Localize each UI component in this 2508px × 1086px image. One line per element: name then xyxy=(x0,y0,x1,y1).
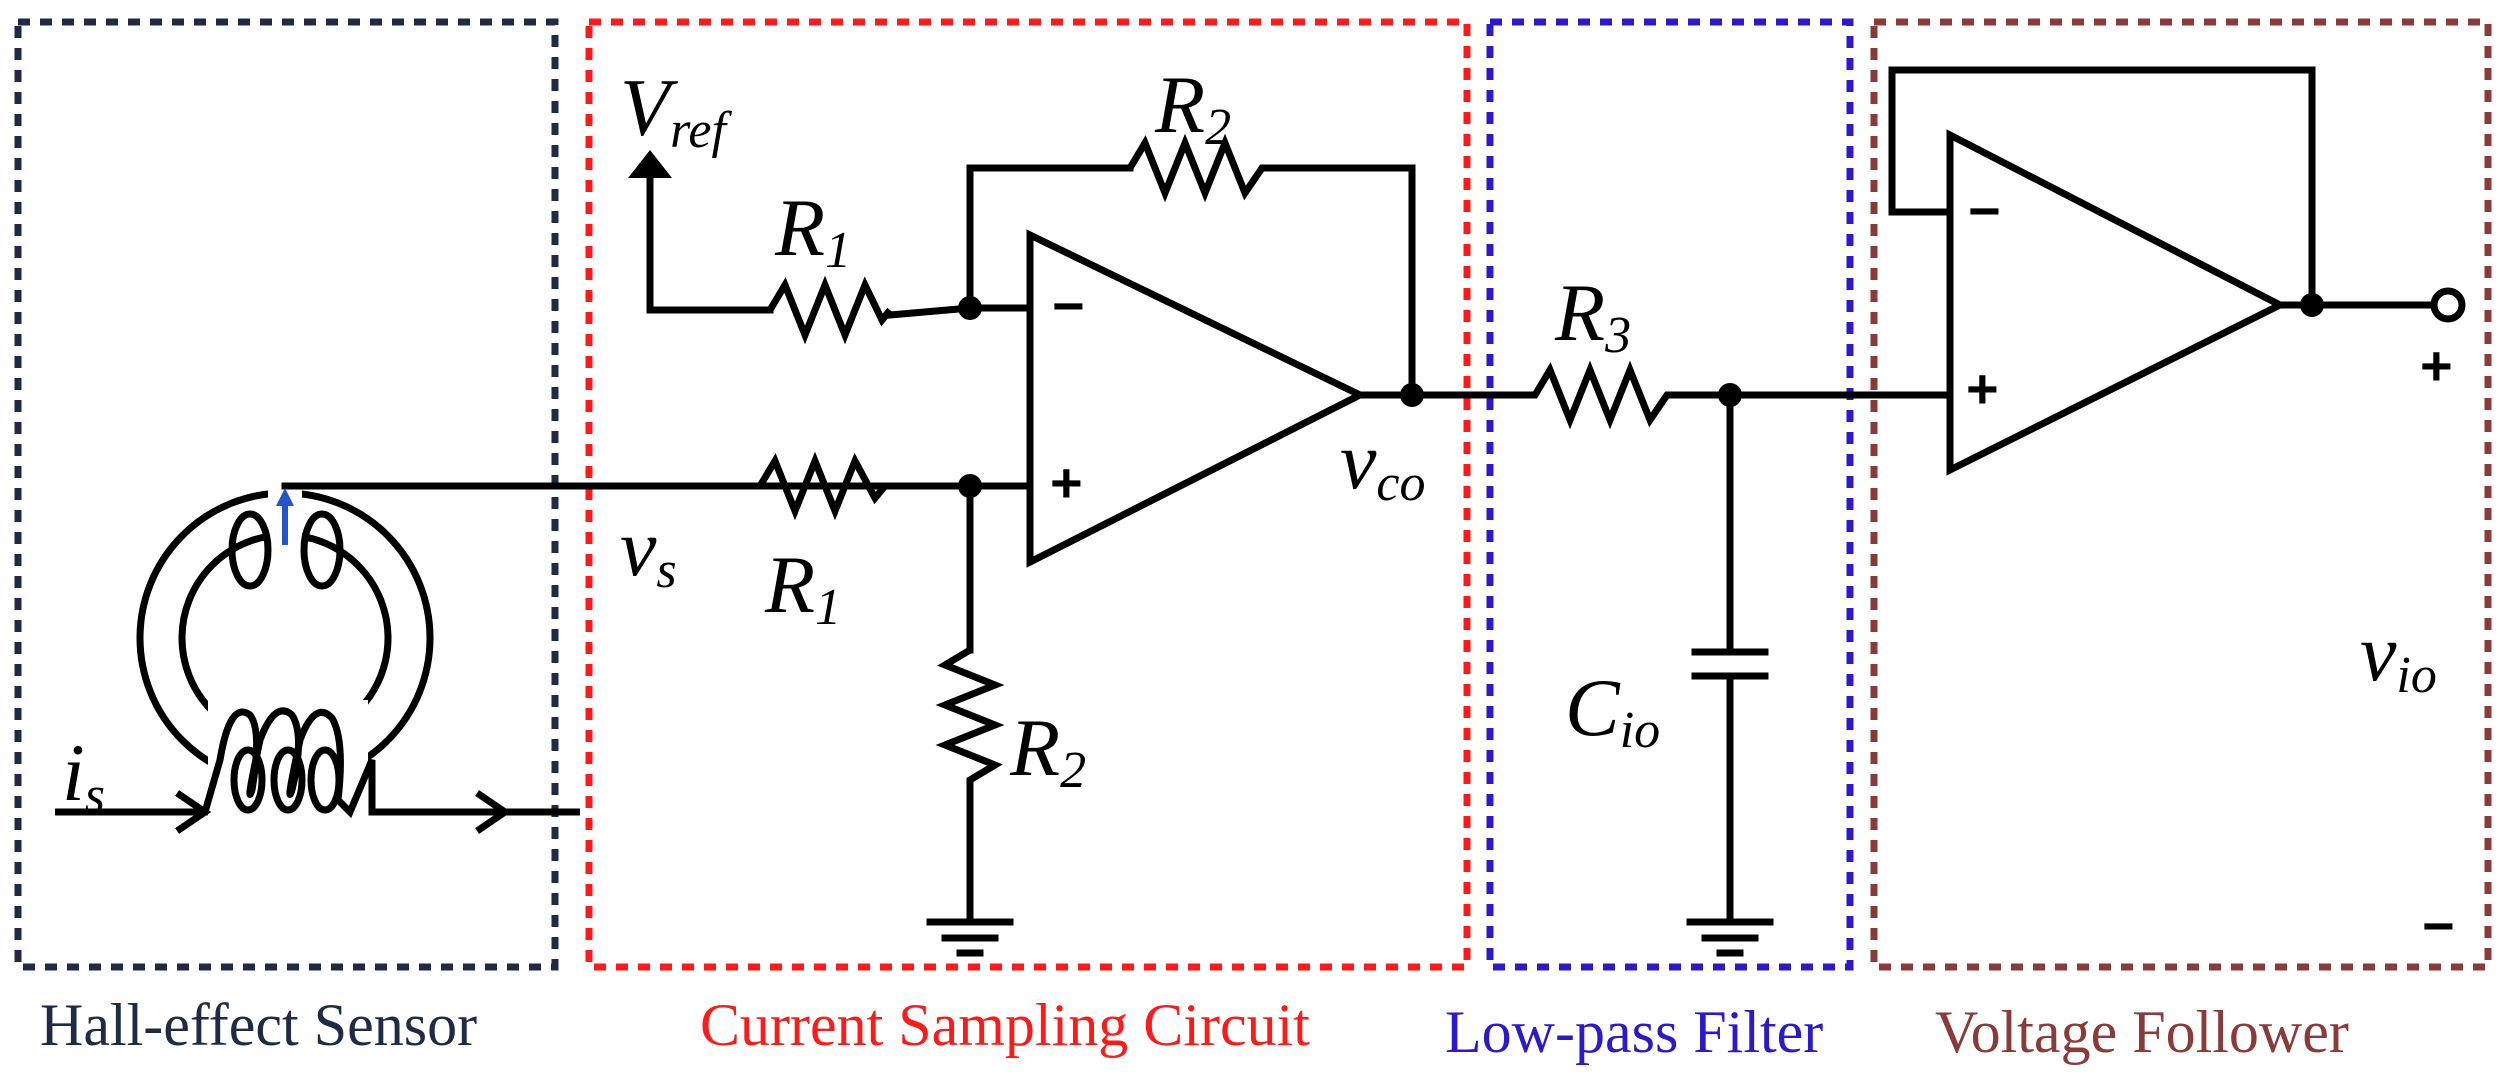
voltage-follower-box xyxy=(1870,18,2492,971)
resistor-r2-ground xyxy=(935,646,1005,920)
caption-voltage-follower: Voltage Follower xyxy=(1935,999,2349,1065)
opamp-1 xyxy=(1026,229,1504,568)
opamp2-plus-sign: + xyxy=(1966,357,1999,420)
hall-sensor xyxy=(55,480,1029,834)
output-plus-sign: + xyxy=(2420,334,2453,397)
opamp-2 xyxy=(1888,66,2466,476)
caption-hall-sensor: Hall-effect Sensor xyxy=(40,992,477,1058)
caption-current-sampling: Current Sampling Circuit xyxy=(700,992,1310,1058)
r2-top-label: R2 xyxy=(1154,59,1231,156)
output-terminal xyxy=(2430,287,2466,323)
ground-icon-2 xyxy=(1686,918,1774,957)
vs-label: vs xyxy=(620,502,677,599)
opamp1-plus-sign: + xyxy=(1050,451,1083,514)
is-label: is xyxy=(62,727,105,824)
vco-label: vco xyxy=(1340,415,1426,512)
vref-label: Vref xyxy=(620,62,732,159)
r1-top-label: R1 xyxy=(774,182,851,279)
r3-label: R3 xyxy=(1554,267,1631,364)
caption-low-pass-filter: Low-pass Filter xyxy=(1445,999,1823,1065)
current-sampling-box xyxy=(585,18,1471,971)
opamp2-minus-sign: − xyxy=(1968,179,2001,242)
feedback-r2 xyxy=(966,133,1416,395)
input-r1-bottom xyxy=(756,451,1030,957)
vref-arrow-icon xyxy=(628,150,672,178)
resistor-r1-top xyxy=(766,275,893,345)
cio-label: Cio xyxy=(1565,662,1660,759)
hall-sensor-box xyxy=(14,18,559,971)
r2-ground-label: R2 xyxy=(1009,702,1086,799)
low-pass-filter xyxy=(1500,360,1950,957)
low-pass-filter-box xyxy=(1486,18,1854,971)
resistor-r3 xyxy=(1500,360,1950,430)
r1-bottom-label: R1 xyxy=(764,539,841,636)
output-minus-sign: − xyxy=(2422,894,2455,957)
capacitor-cio xyxy=(1691,648,1769,680)
ground-icon-1 xyxy=(926,918,1014,957)
resistor-r1-bottom xyxy=(756,451,1030,521)
opamp1-minus-sign: − xyxy=(1052,274,1085,337)
resistor-r2-top xyxy=(1126,133,1416,395)
vio-label: vio xyxy=(2360,607,2437,704)
